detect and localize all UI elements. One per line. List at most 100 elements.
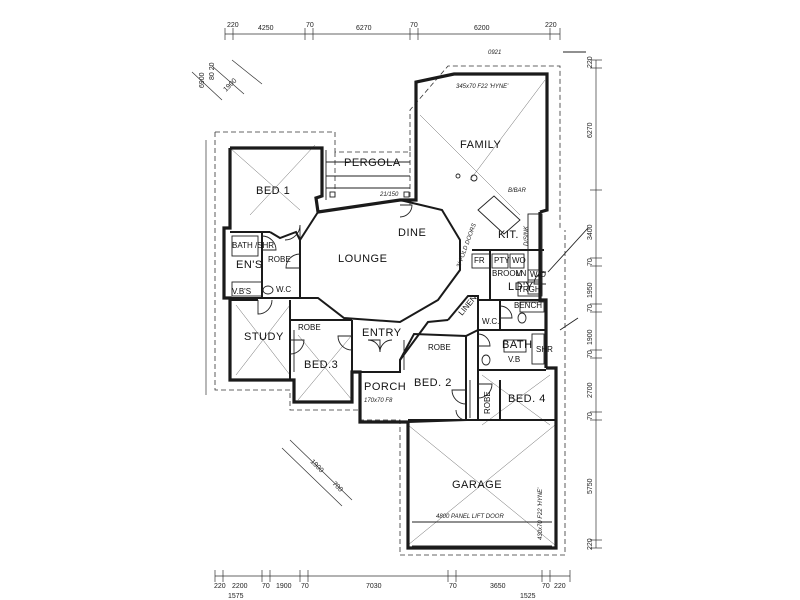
room-labels: FAMILY PERGOLA BED 1 DINE KIT. LOUNGE EN…: [232, 139, 553, 491]
note-garage-beam: 430x70 F22 'HYNE': [538, 487, 544, 540]
room-label-vb1: V.B'S: [232, 287, 251, 296]
dim-top-2: 70: [306, 22, 314, 29]
door-arc: [455, 409, 467, 421]
interior-walls: [230, 199, 556, 423]
dim-bottom-7: 3650: [490, 583, 506, 590]
dim-right-3: 70: [587, 258, 594, 266]
note-panel-door: 4800 PANEL LIFT DOOR: [436, 514, 504, 520]
room-label-study: STUDY: [244, 331, 284, 343]
pergola-beams: [325, 150, 410, 200]
fixtures: [231, 173, 545, 418]
dim-bottom-3: 1900: [276, 583, 292, 590]
dim-bottom2-1: 1525: [520, 593, 536, 600]
door-arc: [399, 204, 413, 218]
note-pergola-beam: 21/150: [379, 192, 399, 198]
room-label-wo: WO: [512, 256, 526, 265]
dim-top-3: 6270: [356, 25, 372, 32]
note-family-beam: 345x70 F22 'HYNE': [456, 84, 509, 90]
room-label-bed2: BED. 2: [414, 377, 452, 389]
room-label-bath: BATH: [502, 339, 533, 351]
door-arc: [337, 335, 353, 351]
room-label-ens: EN'S: [236, 259, 263, 271]
room-label-ldy: LD'Y: [508, 281, 534, 293]
note-porch-beam: 170x70 F8: [364, 398, 393, 404]
room-label-porch: PORCH: [364, 381, 406, 393]
dim-right-6: 1900: [587, 329, 594, 345]
external-walls: [222, 72, 558, 550]
room-label-entry: ENTRY: [362, 327, 402, 339]
dim-bottom-8: 70: [542, 583, 550, 590]
dim-right-2: 3400: [587, 224, 594, 240]
note-door-top: 0921: [488, 50, 501, 56]
dim-top-0: 220: [227, 22, 239, 29]
dim-bottom2-0: 1575: [228, 593, 244, 600]
door-arc: [533, 271, 547, 285]
dim-right-9: 70: [587, 412, 594, 420]
room-label-bed1: BED 1: [256, 185, 290, 197]
room-label-garage: GARAGE: [452, 479, 502, 491]
door-arc: [284, 224, 301, 241]
door-arc: [257, 299, 273, 315]
dim-bottom-0: 220: [214, 583, 226, 590]
dimension-lines: [191, 28, 602, 582]
door-arc: [285, 253, 301, 269]
dim-bottom-1: 2200: [232, 583, 248, 590]
door-arc: [379, 339, 393, 353]
dim-angled-2: 80 20: [209, 62, 216, 80]
room-label-trough: TRGH: [518, 285, 541, 294]
room-label-kit: KIT.: [498, 229, 519, 241]
dim-bottom-9: 220: [554, 583, 566, 590]
door-arc: [477, 383, 493, 399]
dim-top-4: 70: [410, 22, 418, 29]
room-label-broom: BROOM: [492, 269, 523, 278]
dim-right-8: 2700: [587, 382, 594, 398]
door-arc: [451, 389, 467, 405]
room-label-robe1: ROBE: [268, 255, 291, 264]
room-label-wo2: W/O: [530, 270, 546, 279]
dim-right-7: 70: [587, 350, 594, 358]
dim-right-1: 6270: [587, 122, 594, 138]
dim-top-5: 6200: [474, 25, 490, 32]
roof-hatch: [229, 79, 556, 546]
room-label-wc1: W.C: [276, 285, 291, 294]
dim-right-5: 70: [587, 304, 594, 312]
door-arc: [289, 339, 305, 355]
dim-top-1: 4250: [258, 25, 274, 32]
room-label-robe2: ROBE: [428, 343, 451, 352]
plan-notes: 21/150 345x70 F22 'HYNE' B/BAR 2/-FOLD D…: [364, 50, 544, 540]
room-label-wc2: W.C.: [482, 317, 499, 326]
dim-right-11: 220: [587, 538, 594, 550]
note-dsink: D/SINK: [524, 225, 530, 246]
dim-right-0: 220: [587, 56, 594, 68]
dim-bottom-4: 70: [301, 583, 309, 590]
dim-bottom-6: 70: [449, 583, 457, 590]
dim-angled-3: 1900: [309, 458, 325, 474]
note-bar: B/BAR: [508, 188, 527, 194]
room-label-bath-ens: BATH /SHR: [232, 241, 274, 250]
room-label-robe3: ROBE: [298, 323, 321, 332]
door-arc: [477, 333, 491, 347]
dim-angled-4: 700: [331, 480, 344, 493]
doors: [257, 204, 547, 421]
door-arc: [261, 235, 277, 251]
dim-angled-1: 1900: [222, 77, 238, 93]
dim-bottom-2: 70: [262, 583, 270, 590]
door-arc: [499, 305, 513, 319]
dim-angled-0: 6900: [199, 72, 206, 88]
room-label-bed4: BED. 4: [508, 393, 546, 405]
room-label-lounge: LOUNGE: [338, 253, 387, 265]
dim-top-6: 220: [545, 22, 557, 29]
room-label-bench: BENCH: [514, 301, 542, 310]
dim-right-10: 5750: [587, 478, 594, 494]
room-label-vb2: V.B: [508, 355, 520, 364]
dim-right-4: 1950: [587, 282, 594, 298]
room-label-shr: SHR: [536, 345, 553, 354]
room-label-pty: PTY: [494, 256, 510, 265]
room-label-dine: DINE: [398, 227, 426, 239]
room-label-family: FAMILY: [460, 139, 501, 151]
room-label-pergola: PERGOLA: [344, 157, 401, 169]
room-label-bed3: BED.3: [304, 359, 338, 371]
door-arc: [367, 339, 381, 353]
dim-bottom-5: 7030: [366, 583, 382, 590]
